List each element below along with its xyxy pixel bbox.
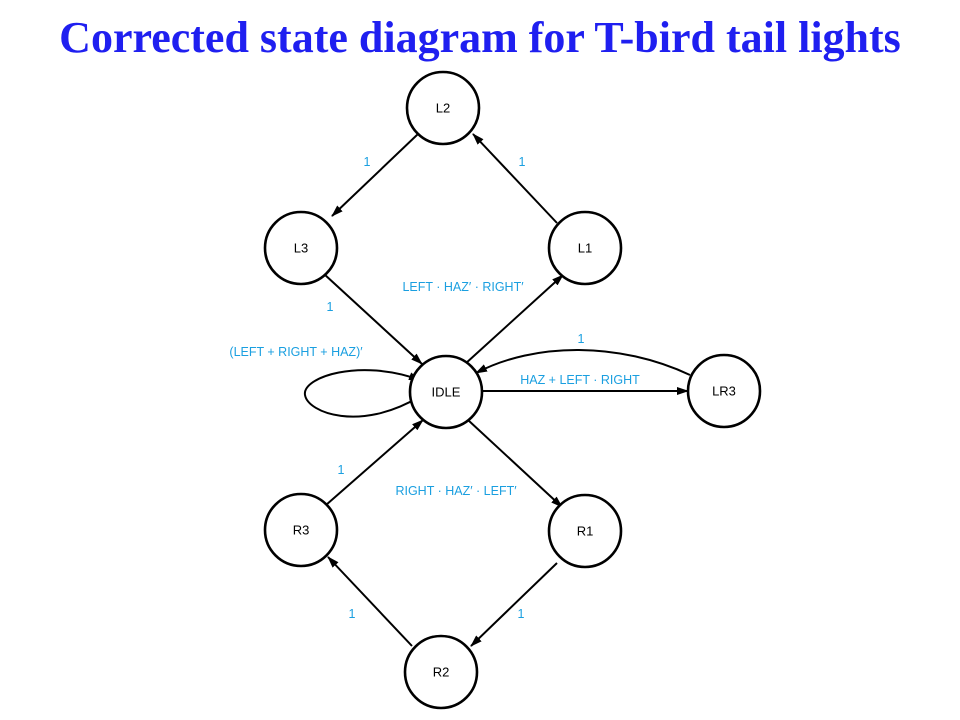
edge-label-idle-l1: LEFT · HAZ′ · RIGHT′: [402, 280, 524, 294]
state-label-r2: R2: [433, 665, 450, 680]
state-l1: L1: [547, 210, 623, 286]
state-label-lr3: LR3: [712, 384, 736, 399]
state-l3: L3: [263, 210, 339, 286]
state-l2: L2: [405, 70, 481, 146]
edge-label-l1-l2: 1: [519, 155, 526, 169]
edge-label-idle-r1: RIGHT · HAZ′ · LEFT′: [395, 484, 517, 498]
state-r3: R3: [263, 492, 339, 568]
edge-idle-to-l1: [464, 274, 564, 365]
state-label-r3: R3: [293, 523, 310, 538]
state-label-idle: IDLE: [432, 385, 461, 400]
edge-lr3-to-idle: [475, 349, 691, 376]
state-r1: R1: [547, 493, 623, 569]
edge-label-l3-idle: 1: [327, 300, 334, 314]
edge-l1-to-l2: [472, 133, 558, 224]
edge-l3-to-idle: [323, 273, 423, 365]
edge-l2-to-l3: [331, 133, 419, 217]
state-idle: IDLE: [408, 354, 484, 430]
slide-title: Corrected state diagram for T-bird tail …: [59, 13, 901, 62]
edge-label-r1-r2: 1: [518, 607, 525, 621]
edge-label-idle-self: (LEFT + RIGHT + HAZ)′: [229, 345, 363, 359]
state-label-l1: L1: [578, 241, 592, 256]
edge-idle-to-r1: [467, 419, 563, 508]
edge-label-l2-l3: 1: [364, 155, 371, 169]
edge-label-r2-r3: 1: [349, 607, 356, 621]
state-label-l2: L2: [436, 101, 450, 116]
edge-idle-self-loop: [303, 369, 421, 418]
edge-label-r3-idle: 1: [338, 463, 345, 477]
state-r2: R2: [403, 634, 479, 710]
edge-r2-to-r3: [327, 556, 413, 647]
state-lr3: LR3: [686, 353, 762, 429]
edge-r3-to-idle: [325, 419, 424, 506]
edge-label-idle-lr3: HAZ + LEFT · RIGHT: [520, 373, 640, 387]
edge-r1-to-r2: [470, 562, 558, 647]
state-label-r1: R1: [577, 524, 594, 539]
edge-label-lr3-idle: 1: [578, 332, 585, 346]
state-label-l3: L3: [294, 241, 308, 256]
